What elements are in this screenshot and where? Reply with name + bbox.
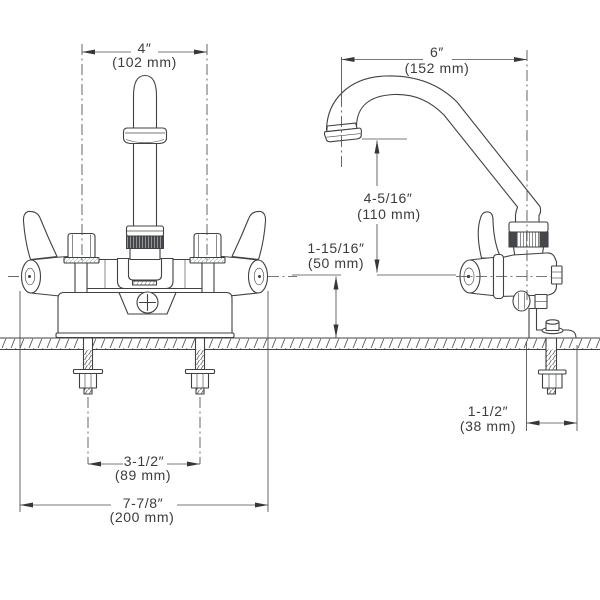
arrow-right: [514, 57, 527, 62]
side-mounting-bracket: [528, 307, 577, 339]
dimension-faucet-width: 4″ (102 mm): [81, 40, 208, 263]
front-right-handle: [201, 210, 269, 302]
front-spout-dome: [132, 74, 158, 129]
dim-bolt-spacing-mm: (89 mm): [115, 467, 171, 483]
front-spout-tube: [132, 142, 158, 227]
dimension-overall-width: 7-7/8″ (200 mm): [19, 291, 269, 525]
arrow-right: [187, 461, 200, 467]
side-spout-outer: [325, 75, 542, 223]
dim-spout-height-mm: (110 mm): [357, 206, 421, 222]
side-under-body: [512, 290, 548, 312]
arrow-left: [20, 502, 33, 508]
side-spout-column: [508, 221, 549, 258]
side-spout-inner: [355, 93, 519, 223]
side-spout-outlet: [323, 122, 362, 143]
arrow-right: [564, 420, 577, 426]
dimension-deck-to-center: 1-15/16″ (50 mm): [292, 240, 552, 338]
side-nut: [541, 373, 563, 389]
dimension-bracket-length: 1-1/2″ (38 mm): [460, 342, 578, 434]
dim-bolt-spacing-in: 3-1/2″: [124, 453, 164, 469]
left-nut: [78, 372, 98, 389]
arrow-left: [341, 57, 355, 62]
right-inlet: [193, 232, 222, 259]
dim-deck-to-center-mm: (50 mm): [308, 255, 364, 271]
left-inlet: [67, 232, 96, 259]
front-inlets: [63, 232, 226, 264]
dim-overall-width-mm: (200 mm): [110, 509, 175, 525]
arrow-up: [374, 140, 380, 154]
left-washer: [72, 368, 104, 375]
front-left-handle-lever: [22, 210, 58, 261]
dimension-spout-height: 4-5/16″ (110 mm): [357, 138, 421, 273]
front-spout-column: [122, 74, 168, 261]
arrow-right: [194, 49, 207, 55]
front-mounting-studs: [72, 337, 216, 395]
front-view-faucet: [8, 74, 297, 395]
dim-deck-to-center-in: 1-15/16″: [307, 240, 364, 256]
side-mounting-stud: [537, 337, 567, 395]
front-spout-holder: [116, 257, 174, 290]
dimension-bolt-spacing: 3-1/2″ (89 mm): [87, 397, 201, 483]
arrow-left: [526, 420, 540, 426]
dim-faucet-width-mm: (102 mm): [112, 54, 177, 70]
arrow-down: [333, 324, 339, 338]
dim-faucet-width-in: 4″: [138, 40, 152, 56]
arrow-right: [255, 502, 268, 508]
arrow-left: [88, 461, 101, 467]
front-escutcheon: [55, 291, 235, 339]
side-handle: [459, 211, 505, 300]
dimension-spout-reach: 6″ (152 mm): [341, 44, 527, 96]
arrow-left: [82, 49, 95, 55]
side-outlet-nut: [550, 265, 563, 285]
front-spout-ring: [122, 127, 168, 145]
dim-bracket-length-mm: (38 mm): [460, 418, 516, 434]
side-handle-lever: [477, 211, 501, 259]
dim-spout-reach-in: 6″: [430, 44, 444, 60]
arrow-up: [333, 276, 339, 290]
dim-spout-reach-mm: (152 mm): [405, 60, 470, 76]
side-washer: [537, 369, 567, 375]
arrow-down: [374, 259, 380, 273]
dim-overall-width-in: 7-7/8″: [123, 495, 163, 511]
dim-bracket-length-in: 1-1/2″: [468, 403, 508, 419]
right-washer: [184, 368, 216, 375]
dim-spout-height-in: 4-5/16″: [364, 190, 413, 206]
countertop-hatch: [0, 338, 600, 349]
front-right-handle-lever: [231, 210, 267, 261]
right-nut: [190, 372, 210, 389]
front-left-handle: [20, 210, 88, 302]
